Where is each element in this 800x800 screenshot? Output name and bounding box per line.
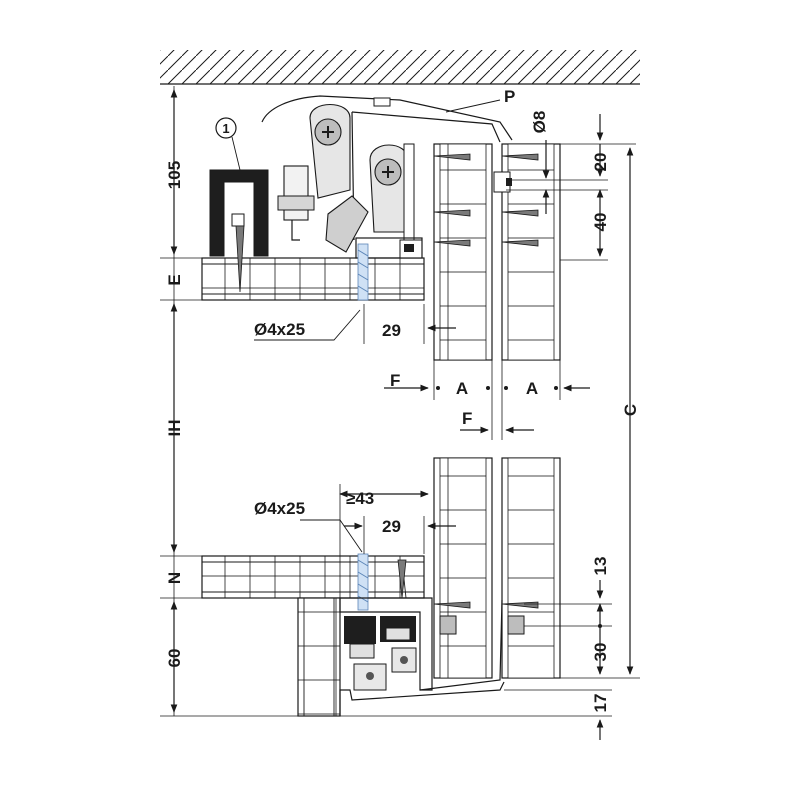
screw-label-bottom: Ø4x25 bbox=[254, 499, 305, 518]
right-dimension-chain bbox=[560, 114, 636, 261]
sliding-door-rear-lower bbox=[501, 457, 561, 679]
upper-roller-carriage-left bbox=[277, 104, 369, 253]
upper-roller-carriage-right bbox=[355, 143, 423, 259]
u-profile-item-1: 1 bbox=[209, 117, 269, 293]
dim-diameter-8: Ø8 bbox=[530, 111, 549, 134]
door-screws-upper bbox=[433, 153, 539, 247]
ceiling bbox=[160, 50, 640, 85]
dim-13: 13 bbox=[591, 557, 610, 576]
lower-side-panel bbox=[297, 597, 341, 717]
dim-17: 17 bbox=[591, 694, 610, 713]
dim-F-top: F bbox=[390, 371, 400, 390]
dim-A-right: A bbox=[526, 379, 538, 398]
door-bottom-fittings bbox=[433, 601, 539, 635]
dimension-C bbox=[560, 147, 640, 679]
callout-circle bbox=[215, 117, 237, 139]
dim-F-mid: F bbox=[462, 409, 472, 428]
dim-105: 105 bbox=[165, 161, 184, 189]
upper-mounting-panel bbox=[201, 257, 425, 301]
mounting-screw-top bbox=[357, 243, 369, 301]
dim-E: E bbox=[165, 274, 184, 285]
dim-IH: IH bbox=[165, 420, 184, 437]
dim-A-left: A bbox=[456, 379, 468, 398]
dim-C: C bbox=[621, 404, 640, 416]
callout-number: 1 bbox=[222, 121, 229, 136]
sliding-door-rear-upper bbox=[501, 143, 561, 361]
mounting-screw-bottom bbox=[357, 553, 369, 611]
screw-label-top: Ø4x25 bbox=[254, 320, 305, 339]
dim-29-bottom: 29 bbox=[382, 517, 401, 536]
sliding-door-front-upper bbox=[433, 143, 493, 361]
dim-29-top: 29 bbox=[382, 321, 401, 340]
dim-ge43: ≥43 bbox=[346, 489, 374, 508]
lower-mounting-panel bbox=[201, 555, 425, 599]
label-P: P bbox=[504, 87, 515, 106]
dim-60: 60 bbox=[165, 649, 184, 668]
left-dimension-chain bbox=[160, 86, 340, 717]
dim-N: N bbox=[165, 572, 184, 584]
lower-guide-assembly bbox=[339, 559, 505, 716]
dim-20: 20 bbox=[591, 153, 610, 172]
sliding-door-front-lower bbox=[433, 457, 493, 679]
dim-40: 40 bbox=[591, 213, 610, 232]
